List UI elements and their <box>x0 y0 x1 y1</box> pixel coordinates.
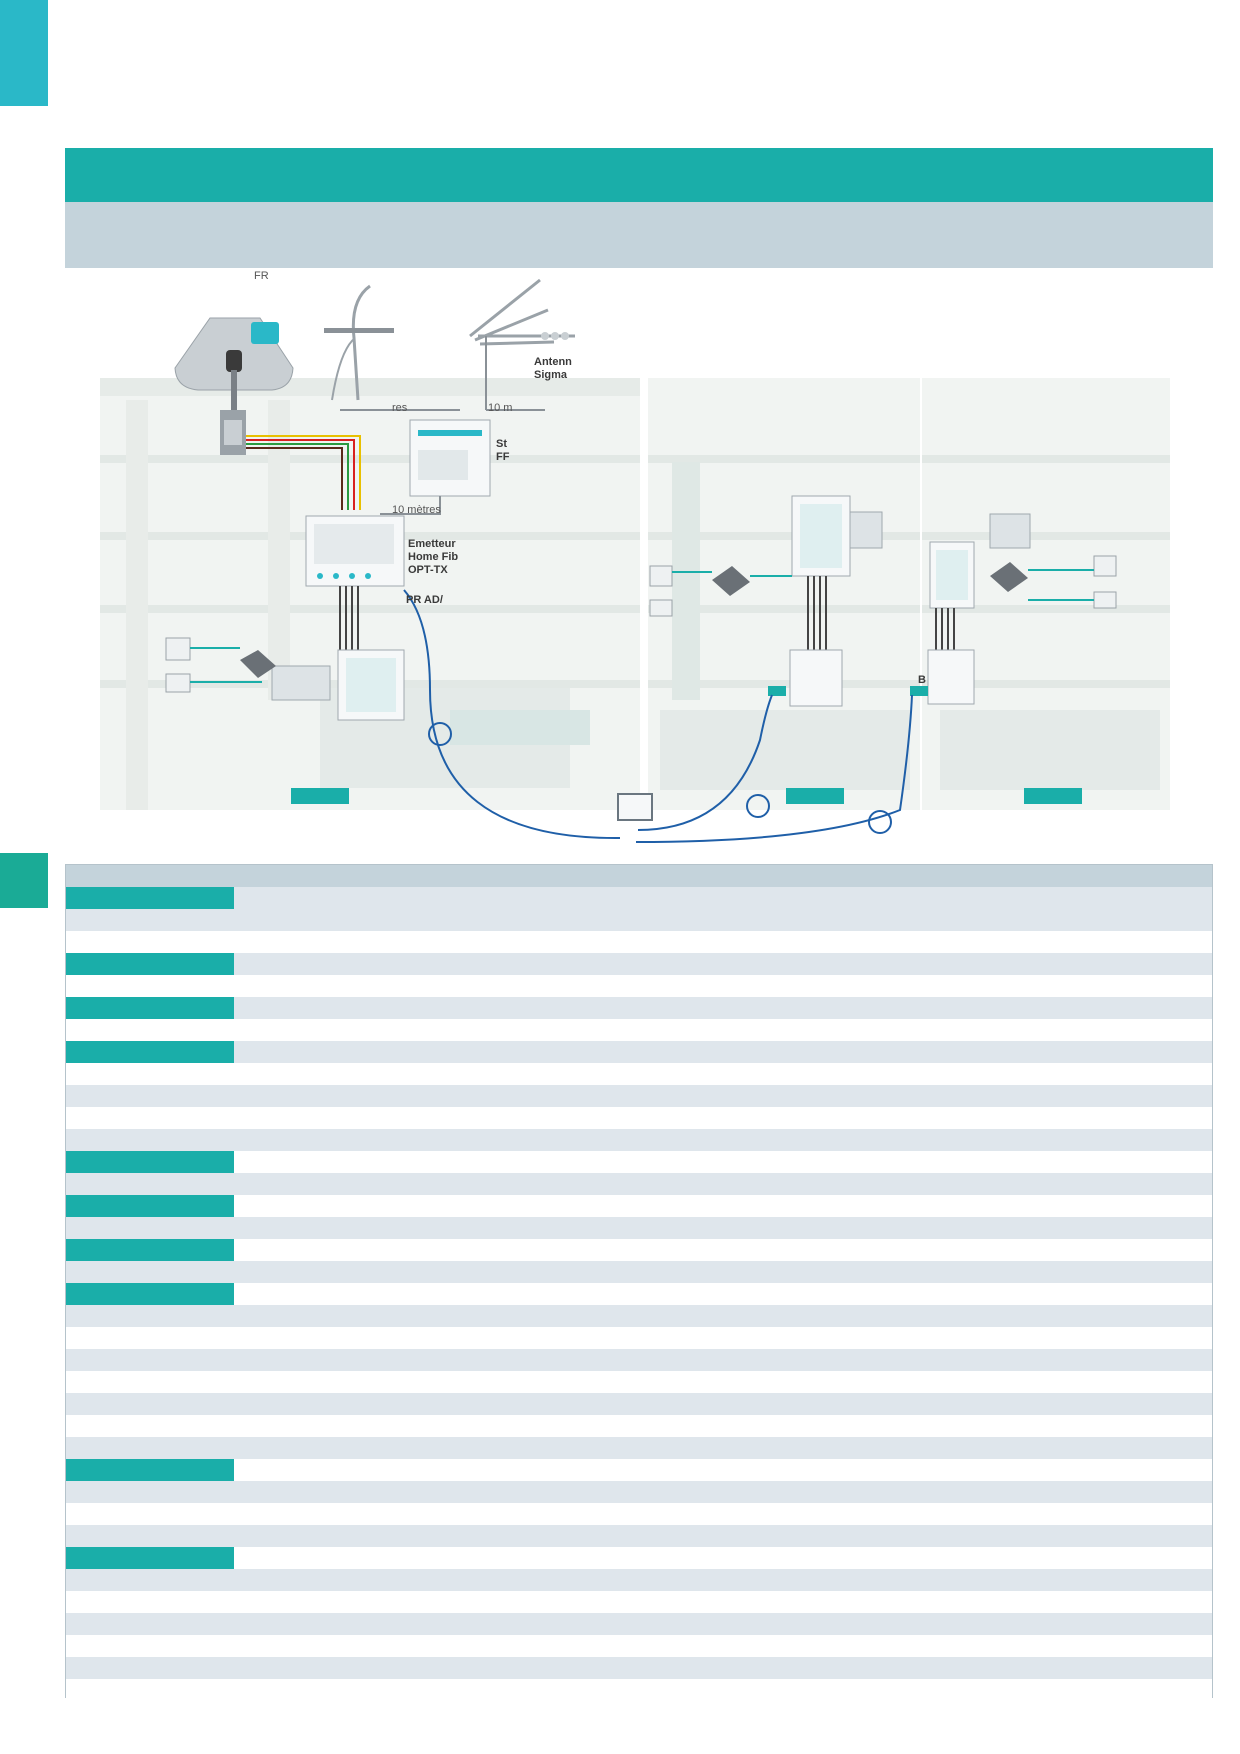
uhf-antenna <box>469 278 575 411</box>
title-bar <box>65 148 1213 202</box>
category-cell <box>66 887 234 909</box>
specification-table <box>65 864 1213 1701</box>
distance-left-label: res <box>392 402 408 414</box>
table-row <box>66 1371 1212 1393</box>
table-row <box>66 1019 1212 1041</box>
fibre-network <box>403 589 913 843</box>
dish-logo-text: FR <box>254 270 269 282</box>
distance-emitter-label: 10 mètres <box>392 504 441 516</box>
table-row <box>66 1041 1212 1063</box>
table-row <box>66 1635 1212 1657</box>
table-row <box>66 1327 1212 1349</box>
table-row <box>66 1569 1212 1591</box>
fibre-splitter <box>617 793 653 821</box>
devices-middle <box>649 495 883 707</box>
table-row <box>66 997 1212 1019</box>
table-row <box>66 1393 1212 1415</box>
table-header <box>66 865 1212 887</box>
subtitle-bar <box>65 202 1213 268</box>
table-row <box>66 1107 1212 1129</box>
table-row <box>66 1591 1212 1613</box>
satellite-dish <box>174 317 294 455</box>
table-row <box>66 1195 1212 1217</box>
multiswitch-left <box>165 637 405 721</box>
table-row <box>66 887 1212 909</box>
building-middle <box>648 378 920 810</box>
category-cell <box>66 1239 234 1261</box>
table-row <box>66 1305 1212 1327</box>
section-tab-middle <box>0 853 48 908</box>
category-cell <box>66 1547 234 1569</box>
installation-diagram: FR Antenn Sigma res 10 m St FF 10 mètres… <box>0 270 1240 860</box>
table-row <box>66 1503 1212 1525</box>
table-row <box>66 975 1212 997</box>
table-row <box>66 1129 1212 1151</box>
table-row <box>66 1525 1212 1547</box>
table-row <box>66 1613 1212 1635</box>
table-row <box>66 1173 1212 1195</box>
building-left <box>100 378 640 810</box>
section-tab-top <box>0 0 48 106</box>
table-row <box>66 1437 1212 1459</box>
devices-right <box>910 513 1117 705</box>
emitter-label: Emetteur Home Fib OPT-TX <box>408 538 459 576</box>
category-cell <box>66 1151 234 1173</box>
table-row <box>66 1679 1212 1701</box>
table-row <box>66 1239 1212 1261</box>
table-row <box>66 1217 1212 1239</box>
building-illustration <box>100 278 1170 843</box>
table-row <box>66 1415 1212 1437</box>
table-row <box>66 953 1212 975</box>
table-row <box>66 1151 1212 1173</box>
table-row <box>66 1657 1212 1679</box>
table-row <box>66 1085 1212 1107</box>
category-cell <box>66 1283 234 1305</box>
distance-right-label: 10 m <box>488 402 513 414</box>
building-right-label <box>1024 788 1082 804</box>
building-middle-label <box>786 788 844 804</box>
table-row <box>66 1063 1212 1085</box>
table-row <box>66 909 1212 931</box>
antenna-label: Antenn Sigma <box>534 356 572 381</box>
table-row <box>66 1547 1212 1569</box>
table-row <box>66 1459 1212 1481</box>
station-label: St FF <box>496 438 510 463</box>
category-cell <box>66 953 234 975</box>
station-box <box>409 419 491 497</box>
emitter-box <box>305 515 405 650</box>
table-row <box>66 1349 1212 1371</box>
category-cell <box>66 1041 234 1063</box>
building-left-label <box>291 788 349 804</box>
table-row <box>66 1481 1212 1503</box>
fm-antenna <box>324 284 460 411</box>
feeder-cables <box>246 435 441 515</box>
pr-label: PR AD/ <box>406 594 443 606</box>
category-cell <box>66 1195 234 1217</box>
category-cell <box>66 997 234 1019</box>
category-cell <box>66 1459 234 1481</box>
table-row <box>66 1283 1212 1305</box>
b-label: B <box>918 674 926 686</box>
table-row <box>66 1261 1212 1283</box>
table-row <box>66 931 1212 953</box>
